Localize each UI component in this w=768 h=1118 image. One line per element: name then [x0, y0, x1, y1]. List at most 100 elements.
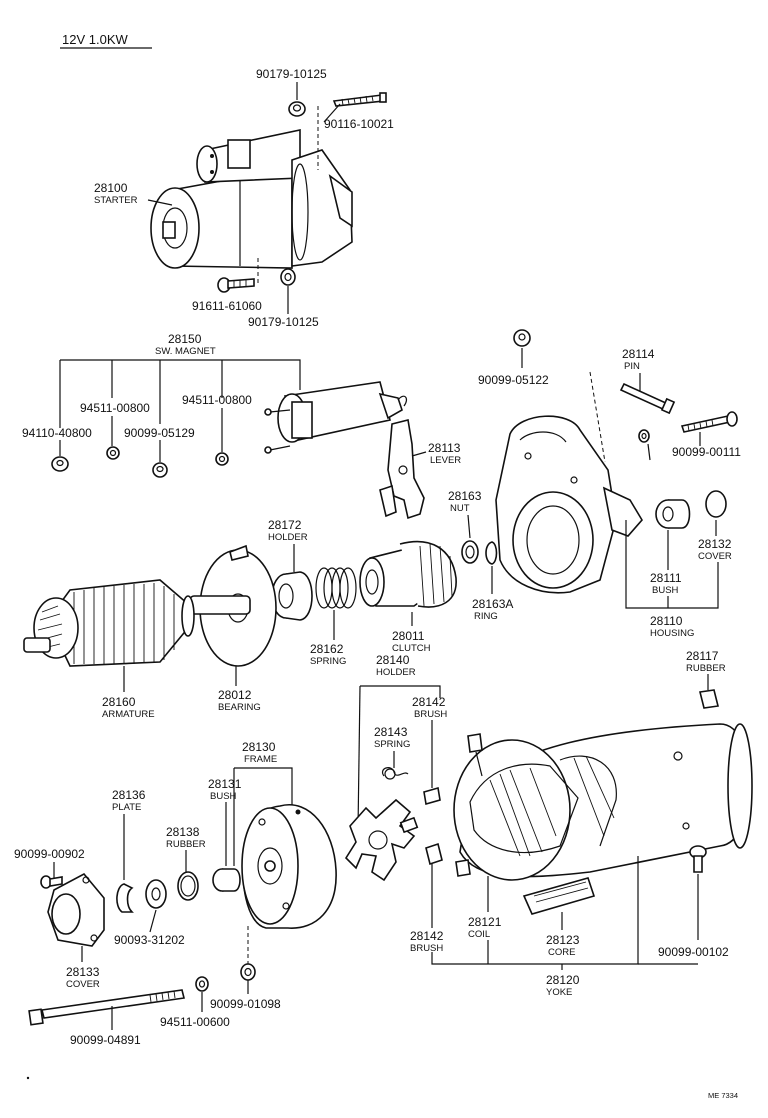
- washer-90093-31202: [145, 879, 167, 909]
- starter-assembly-drawing: [150, 129, 353, 269]
- label-90179-10125-bottom: 90179-10125: [248, 315, 319, 329]
- label-28120-name: YOKE: [546, 987, 572, 998]
- leader-group-28130: [234, 767, 293, 806]
- label-28136-name: PLATE: [112, 802, 141, 813]
- label-28130: 28130: [242, 740, 276, 754]
- label-28121: 28121: [468, 915, 502, 929]
- label-28150-name: SW. MAGNET: [155, 346, 216, 357]
- frame-28130: [241, 803, 337, 929]
- label-28114-name: PIN: [624, 361, 640, 372]
- label-28163-name: NUT: [450, 503, 470, 514]
- label-28117-name: RUBBER: [686, 663, 726, 674]
- label-94511-00800-a: 94511-00800: [80, 401, 150, 415]
- label-28138-name: RUBBER: [166, 839, 206, 850]
- leader: [357, 685, 361, 831]
- label-28143: 28143: [374, 725, 408, 739]
- spec-title: 12V 1.0KW: [62, 32, 128, 47]
- label-28136: 28136: [112, 788, 146, 802]
- label-91611-61060: 91611-61060: [192, 299, 262, 313]
- label-28100-name: STARTER: [94, 195, 138, 206]
- label-28132: 28132: [698, 537, 732, 551]
- washer-94511-00800-a: [106, 446, 120, 460]
- label-28172-name: HOLDER: [268, 532, 308, 543]
- label-90099-05122: 90099-05122: [478, 373, 549, 387]
- drawing-code: ME 7334: [708, 1091, 738, 1100]
- housing-drawing: [495, 415, 643, 594]
- nut-28163: [461, 540, 479, 564]
- rubber-28117: [699, 689, 719, 709]
- dot-mark: [26, 1076, 30, 1080]
- clutch-28011: [359, 540, 457, 608]
- nut-90099-05129: [152, 462, 168, 478]
- label-28131: 28131: [208, 777, 242, 791]
- label-90099-01098: 90099-01098: [210, 997, 281, 1011]
- label-28110-name: HOUSING: [650, 628, 694, 639]
- washer-90099-01098: [240, 963, 256, 981]
- label-28162: 28162: [310, 642, 344, 656]
- label-90099-05129: 90099-05129: [124, 426, 195, 440]
- label-90099-00111: 90099-00111: [672, 445, 741, 459]
- label-28100: 28100: [94, 181, 128, 195]
- label-28142-top-name: BRUSH: [414, 709, 447, 720]
- label-28133: 28133: [66, 965, 100, 979]
- label-28150: 28150: [168, 332, 202, 346]
- label-28120: 28120: [546, 973, 580, 987]
- leader: [149, 909, 157, 933]
- label-28160: 28160: [102, 695, 136, 709]
- label-28117: 28117: [686, 649, 719, 663]
- brush-28142-bottom: [425, 842, 443, 866]
- label-90179-10125-top: 90179-10125: [256, 67, 327, 81]
- nut-90179-10125-top: [288, 101, 306, 117]
- label-94110-40800: 94110-40800: [22, 426, 92, 440]
- nut-90099-05122: [513, 329, 531, 347]
- bolt-90099-00111: [680, 411, 738, 433]
- screw-90099-00102: [689, 845, 707, 873]
- label-28131-name: BUSH: [210, 791, 237, 802]
- lever-drawing: [379, 419, 425, 520]
- leader: [467, 514, 471, 539]
- label-28160-name: ARMATURE: [102, 709, 155, 720]
- brush-holder-28140: [344, 798, 419, 882]
- label-28162-name: SPRING: [310, 656, 346, 667]
- washer-small: [638, 429, 650, 443]
- label-94511-00800-b: 94511-00800: [182, 393, 252, 407]
- label-28011: 28011: [392, 629, 425, 643]
- leader: [323, 103, 341, 123]
- label-28110: 28110: [650, 614, 683, 628]
- leader: [647, 443, 651, 461]
- brush-28142-top: [423, 786, 441, 806]
- bush-28111: [655, 499, 691, 529]
- label-94511-00600: 94511-00600: [160, 1015, 230, 1029]
- label-28012-name: BEARING: [218, 702, 261, 713]
- label-28114: 28114: [622, 347, 655, 361]
- washer-94511-00800-b: [215, 452, 229, 466]
- rubber-28138: [177, 871, 199, 901]
- bolt-90116-10021: [332, 92, 387, 107]
- label-28133-name: COVER: [66, 979, 100, 990]
- leader-group-28150: [60, 359, 301, 390]
- label-90099-00102: 90099-00102: [658, 945, 729, 959]
- label-90093-31202: 90093-31202: [114, 933, 185, 947]
- ring-28163a: [485, 541, 498, 565]
- spring-28143: [382, 767, 409, 780]
- label-28111-name: BUSH: [652, 585, 679, 596]
- guide-line: [589, 371, 606, 463]
- leader-group-28120: [431, 856, 639, 965]
- holder-28172: [271, 571, 313, 621]
- spring-28162: [315, 567, 357, 609]
- washer-94511-00600: [195, 976, 209, 992]
- label-90116-10021: 90116-10021: [324, 117, 394, 131]
- label-28163: 28163: [448, 489, 482, 503]
- label-28143-name: SPRING: [374, 739, 410, 750]
- bush-28131: [212, 868, 241, 892]
- label-28142-bottom: 28142: [410, 929, 444, 943]
- pin-28114: [619, 382, 676, 415]
- label-28130-name: FRAME: [244, 754, 277, 765]
- leader-group-28140: [360, 685, 441, 698]
- leader-group-28110: [625, 520, 719, 609]
- cover-28133: [47, 872, 105, 947]
- nut-94110-40800: [51, 456, 69, 472]
- label-28142-bottom-name: BRUSH: [410, 943, 443, 954]
